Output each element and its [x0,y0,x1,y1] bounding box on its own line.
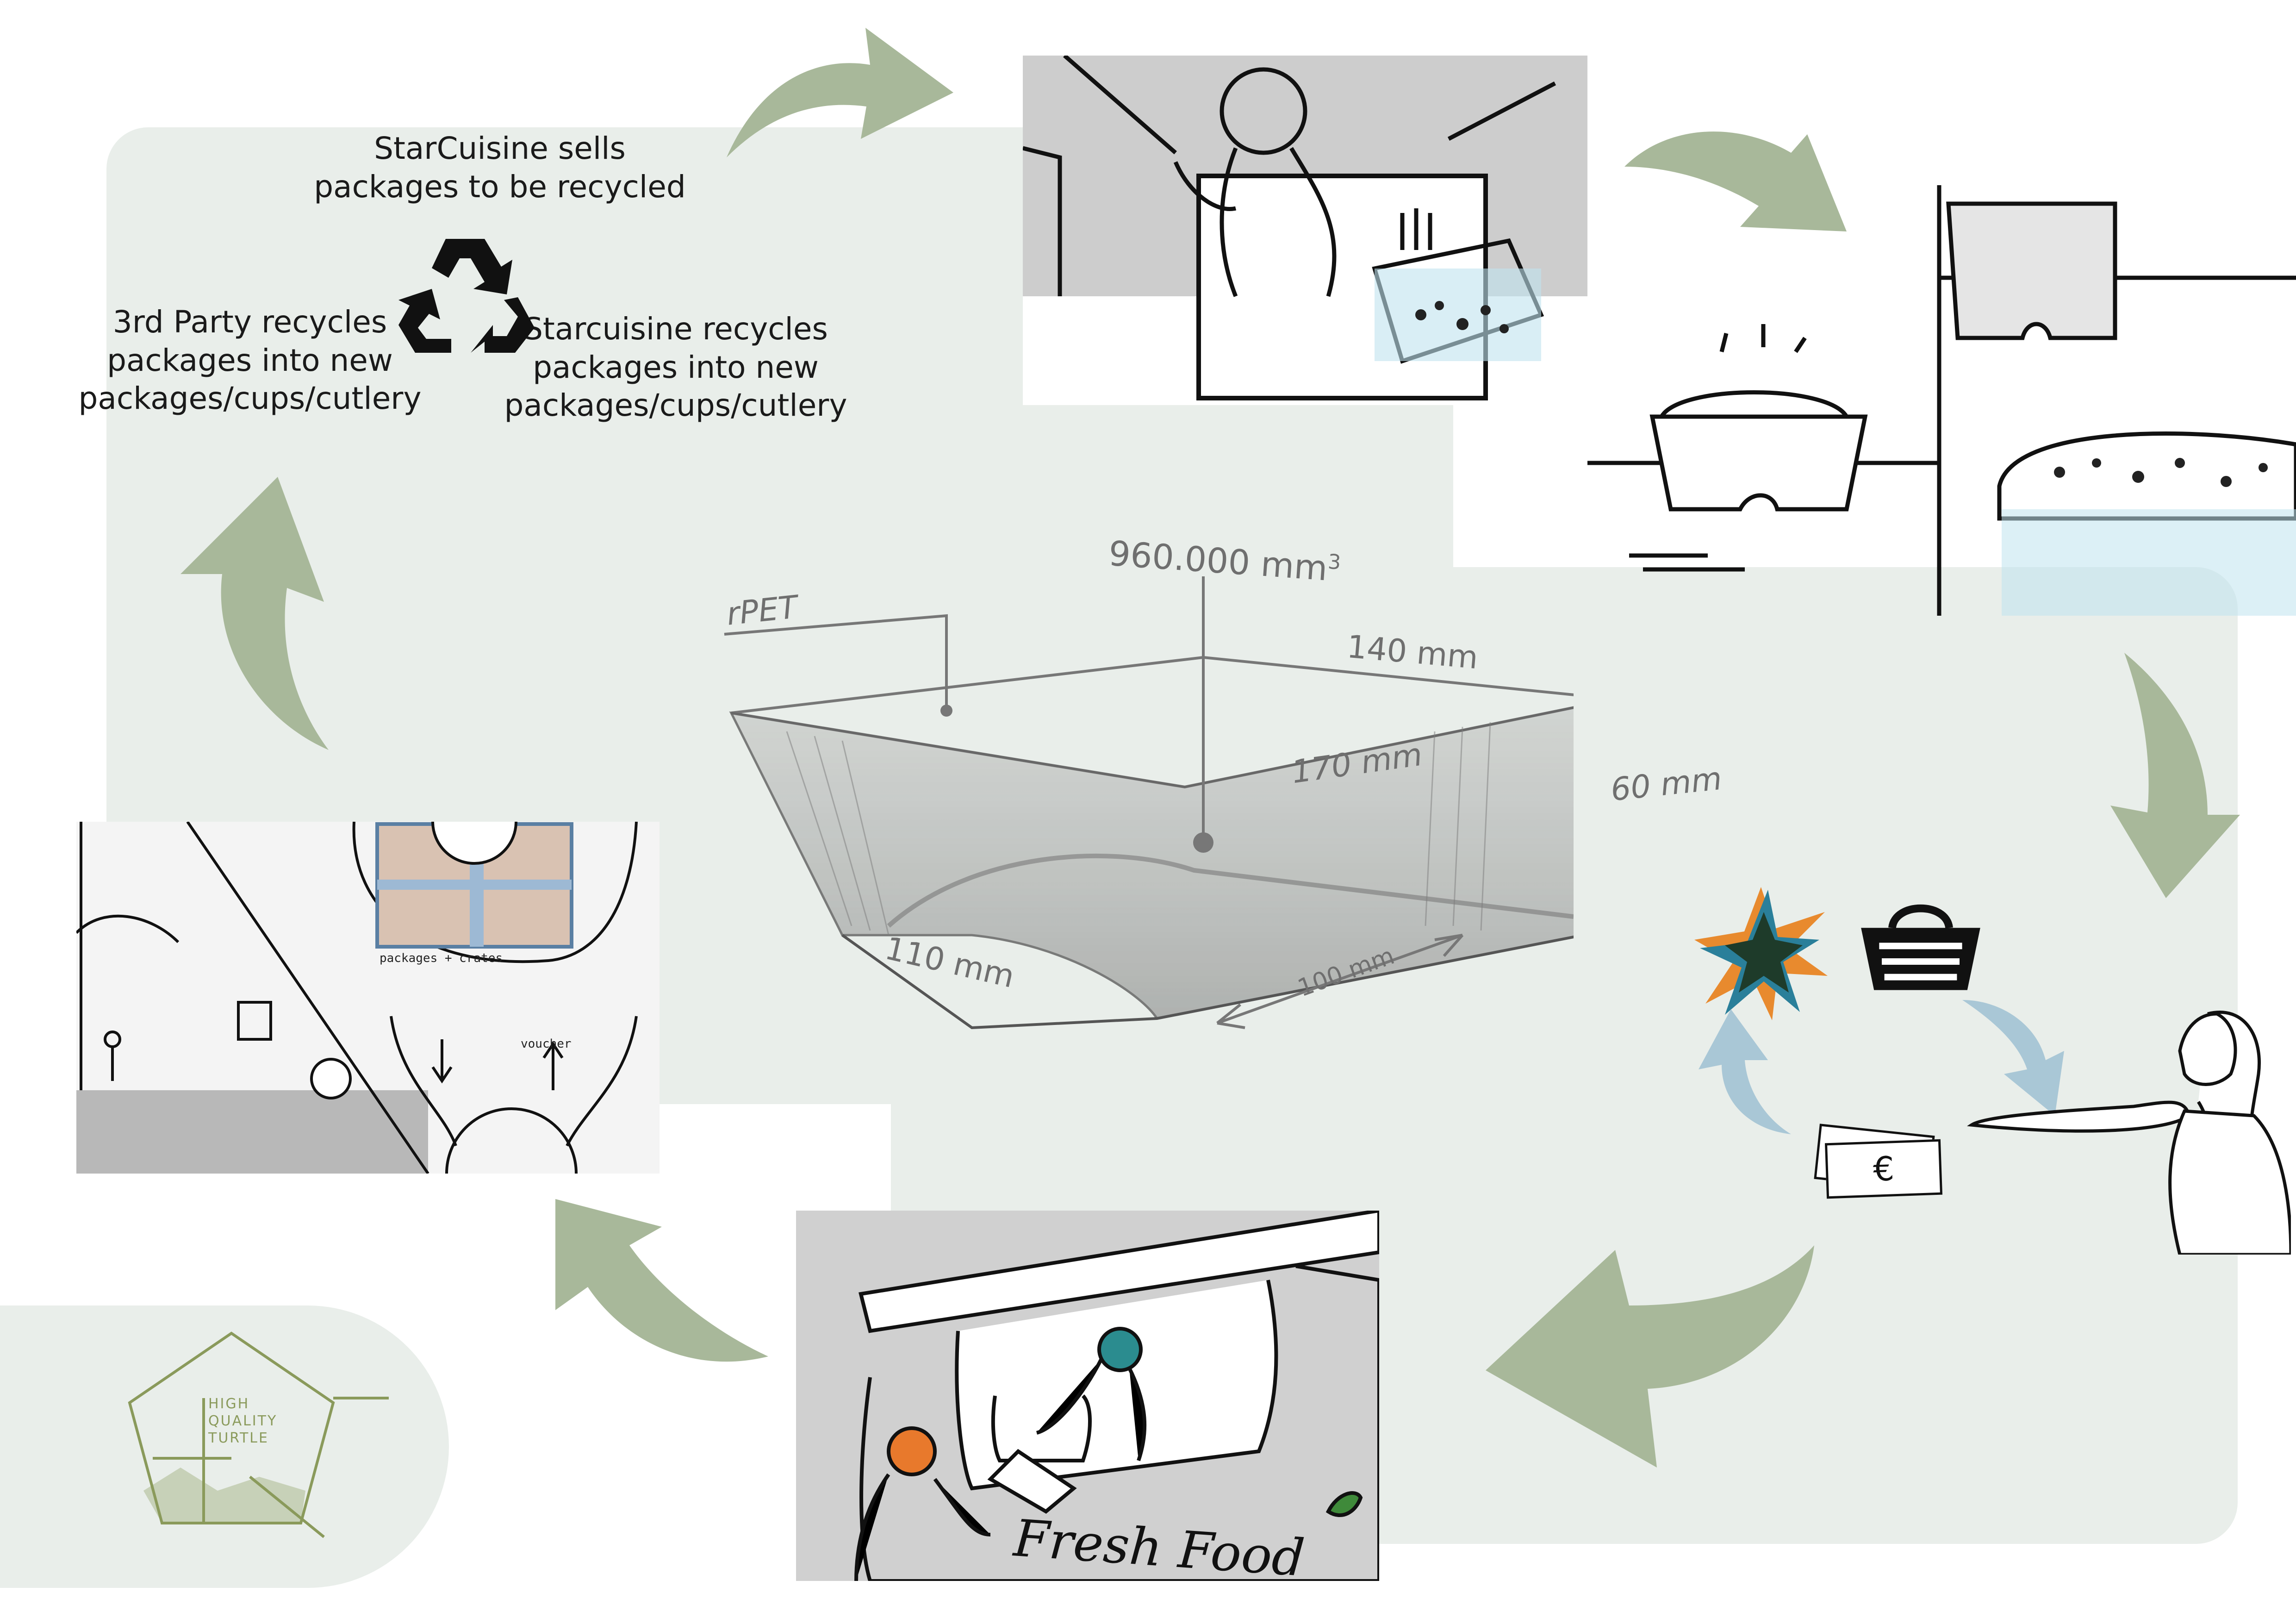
text-starcuisine-sells: StarCuisine sells packages to be recycle… [314,131,686,205]
logo-text-line-2: QUALITY [208,1413,278,1429]
logo-text-line-1: HIGH [208,1396,250,1412]
station-caption-left: packages + crates [380,951,503,965]
station-caption-right: voucher [521,1037,572,1051]
arrow-left-up [180,477,329,750]
cash-note-front: € [1824,1139,1943,1199]
arrow-right-down [2110,653,2240,898]
arrow-bottom-center [555,1199,768,1362]
arrow-bottom-right [1486,1245,1814,1468]
arrow-top-far-right [1624,131,1847,231]
container-3d-drawing [724,576,1574,1030]
arrow-top-right [727,28,953,157]
sketch-portioned-food [1587,185,2296,616]
brand-star-icon [1694,887,1828,1020]
text-third-party-recycles: 3rd Party recycles packages into new pac… [78,304,422,416]
recycle-icon [398,239,535,353]
customer-woman-sketch [1967,1011,2291,1255]
currency-symbol: € [1872,1149,1895,1189]
basket-icon [1861,904,1980,990]
sketch-worker-processing [1023,56,1587,405]
logo-panel [0,1305,449,1588]
sketch-return-station: packages + crates voucher [76,822,660,1174]
logo-text-line-3: TURTLE [208,1430,269,1446]
label-volume-exponent: 3 [1327,550,1342,575]
sketch-food-truck: Fresh Food [796,1211,1379,1581]
exchange-arrows [1699,1000,2064,1134]
high-quality-turtle-logo [128,1331,389,1538]
label-material: rPET [725,589,800,633]
text-starcuisine-recycles: Starcuisine recycles packages into new p… [504,311,847,423]
